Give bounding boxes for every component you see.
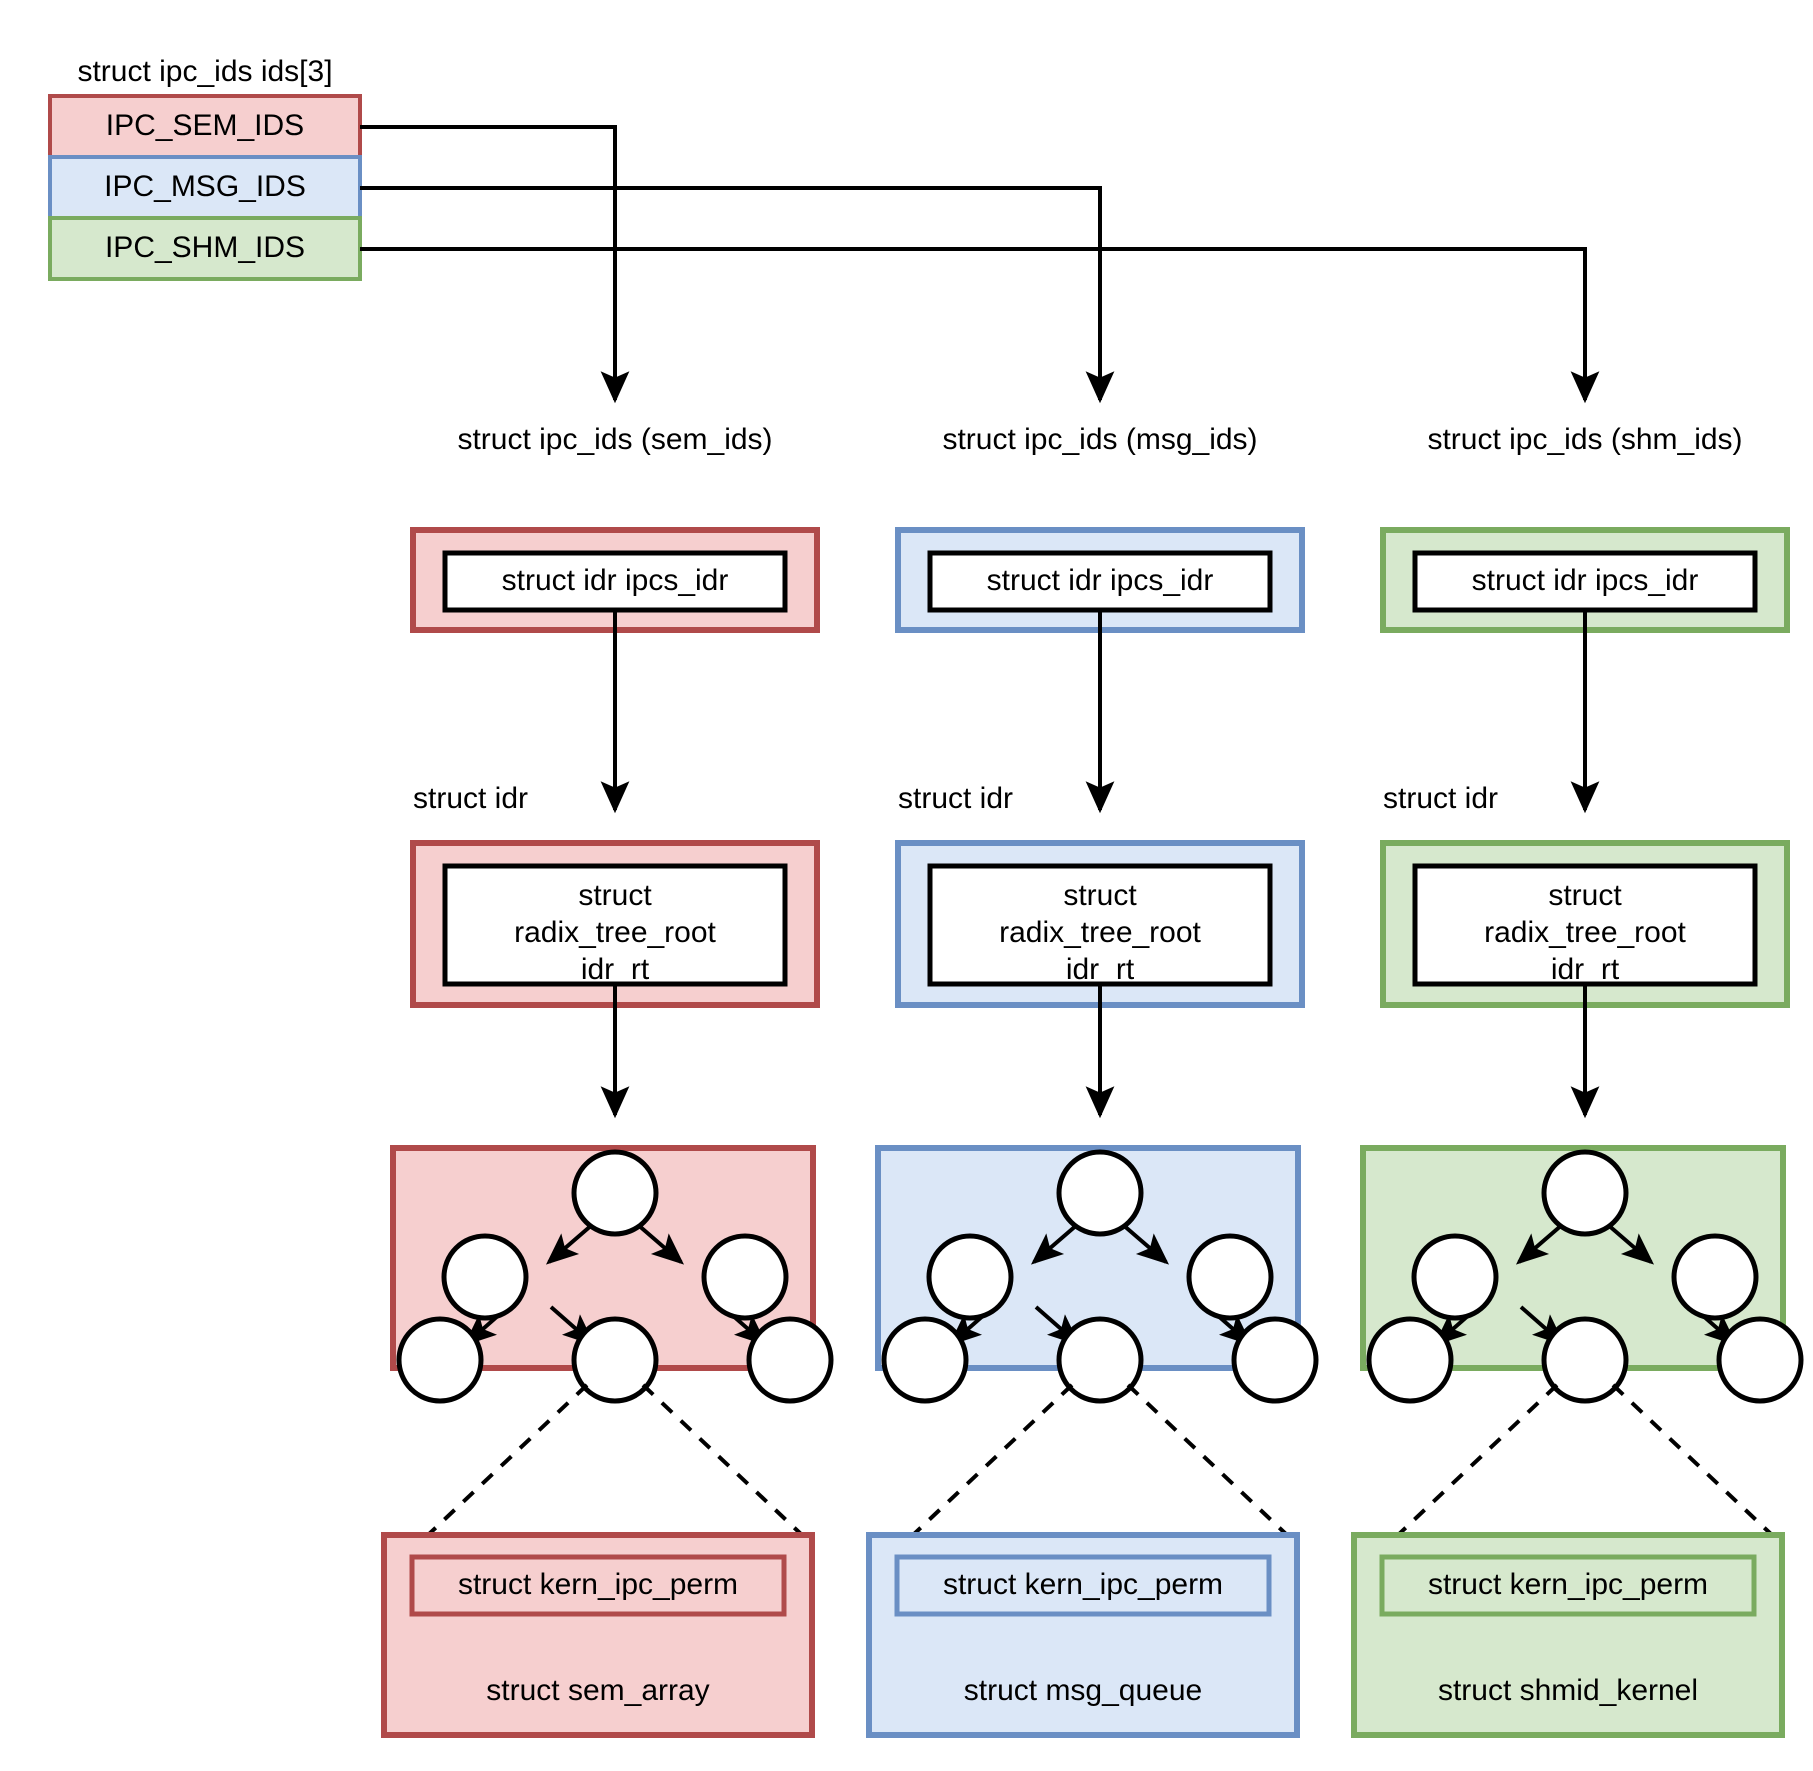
sem-perm-label: struct kern_ipc_perm — [458, 1568, 738, 1601]
array-row-sem-label: IPC_SEM_IDS — [106, 109, 304, 142]
shm-tree-node-r — [1671, 1233, 1759, 1321]
msg-tree-node-root — [1056, 1149, 1144, 1237]
connector-msg — [360, 186, 1115, 404]
msg-tree-node-rr — [1231, 1316, 1319, 1404]
msg-tree-node-l — [926, 1233, 1014, 1321]
shm-dashed-right — [1611, 1383, 1774, 1537]
shm-tree-node-root — [1541, 1149, 1629, 1237]
shm-idr-inner-box — [1412, 550, 1758, 613]
shm-idr-box-label: struct idr ipcs_idr — [1472, 564, 1699, 597]
sem-object-label: struct sem_array — [486, 1674, 709, 1707]
sem-idr-box-label: struct idr ipcs_idr — [502, 564, 729, 597]
msg-ipc-ids-caption: struct ipc_ids (msg_ids) — [942, 423, 1257, 456]
msg-dashed-right — [1126, 1383, 1289, 1537]
connector-shm — [360, 247, 1600, 404]
shm-tree-node-ll — [1366, 1316, 1454, 1404]
msg-radix-line2: radix_tree_root — [999, 916, 1201, 949]
shm-radix-line3: idr_rt — [1551, 953, 1620, 986]
sem-ipc-ids-caption: struct ipc_ids (sem_ids) — [457, 423, 772, 456]
sem-tree-node-l — [441, 1233, 529, 1321]
sem-tree-edge-root-left — [545, 1222, 595, 1265]
sem-tree-node-root — [571, 1149, 659, 1237]
shm-radix-line2: radix_tree_root — [1484, 916, 1686, 949]
sem-tree-node-ll — [396, 1316, 484, 1404]
msg-tree-edge-root-left — [1030, 1222, 1080, 1265]
msg-object-label: struct msg_queue — [964, 1674, 1202, 1707]
column-sem: struct ipc_ids (sem_ids) struct idr ipcs… — [381, 423, 834, 1738]
msg-perm-box — [894, 1554, 1272, 1617]
sem-radix-line1: struct — [578, 879, 652, 912]
sem-radix-tree — [396, 1149, 834, 1404]
sem-tree-edge-root-right — [635, 1222, 685, 1265]
sem-radix-inner-box — [442, 863, 788, 987]
shm-tree-edge-root-right — [1605, 1222, 1655, 1265]
ipc-ids-array: struct ipc_ids ids[3] IPC_SEM_IDS IPC_MS… — [48, 55, 362, 281]
array-row-msg-label: IPC_MSG_IDS — [104, 170, 306, 203]
sem-radix-line3: idr_rt — [581, 953, 650, 986]
msg-radix-tree — [881, 1149, 1319, 1404]
msg-radix-line1: struct — [1063, 879, 1137, 912]
shm-idr-caption: struct idr — [1383, 782, 1498, 815]
shm-dashed-left — [1396, 1383, 1559, 1537]
msg-radix-inner-box — [927, 863, 1273, 987]
msg-tree-node-lr — [1056, 1316, 1144, 1404]
sem-perm-box — [409, 1554, 787, 1617]
shm-tree-node-rr — [1716, 1316, 1804, 1404]
msg-tree-node-ll — [881, 1316, 969, 1404]
sem-tree-node-r — [701, 1233, 789, 1321]
msg-radix-line3: idr_rt — [1066, 953, 1135, 986]
sem-tree-node-lr — [571, 1316, 659, 1404]
sem-idr-caption: struct idr — [413, 782, 528, 815]
shm-radix-tree — [1366, 1149, 1804, 1404]
shm-tree-edge-root-left — [1515, 1222, 1565, 1265]
array-row-shm-rect — [48, 216, 362, 281]
msg-idr-caption: struct idr — [898, 782, 1013, 815]
shm-radix-line1: struct — [1548, 879, 1622, 912]
msg-idr-box-label: struct idr ipcs_idr — [987, 564, 1214, 597]
array-row-shm-label: IPC_SHM_IDS — [105, 231, 305, 264]
msg-tree-node-r — [1186, 1233, 1274, 1321]
msg-tree-edge-root-right — [1120, 1222, 1170, 1265]
shm-tree-node-lr — [1541, 1316, 1629, 1404]
shm-ipc-ids-caption: struct ipc_ids (shm_ids) — [1427, 423, 1742, 456]
sem-tree-node-rr — [746, 1316, 834, 1404]
msg-dashed-left — [911, 1383, 1074, 1537]
shm-perm-box — [1379, 1554, 1757, 1617]
shm-object-label: struct shmid_kernel — [1438, 1674, 1698, 1707]
array-title: struct ipc_ids ids[3] — [77, 55, 332, 88]
column-msg: struct ipc_ids (msg_ids) struct idr ipcs… — [866, 423, 1319, 1738]
sem-dashed-right — [641, 1383, 804, 1537]
shm-tree-node-l — [1411, 1233, 1499, 1321]
shm-perm-label: struct kern_ipc_perm — [1428, 1568, 1708, 1601]
column-shm: struct ipc_ids (shm_ids) struct idr ipcs… — [1351, 423, 1804, 1738]
sem-dashed-left — [426, 1383, 589, 1537]
msg-perm-label: struct kern_ipc_perm — [943, 1568, 1223, 1601]
sem-radix-line2: radix_tree_root — [514, 916, 716, 949]
connector-sem — [360, 125, 630, 404]
